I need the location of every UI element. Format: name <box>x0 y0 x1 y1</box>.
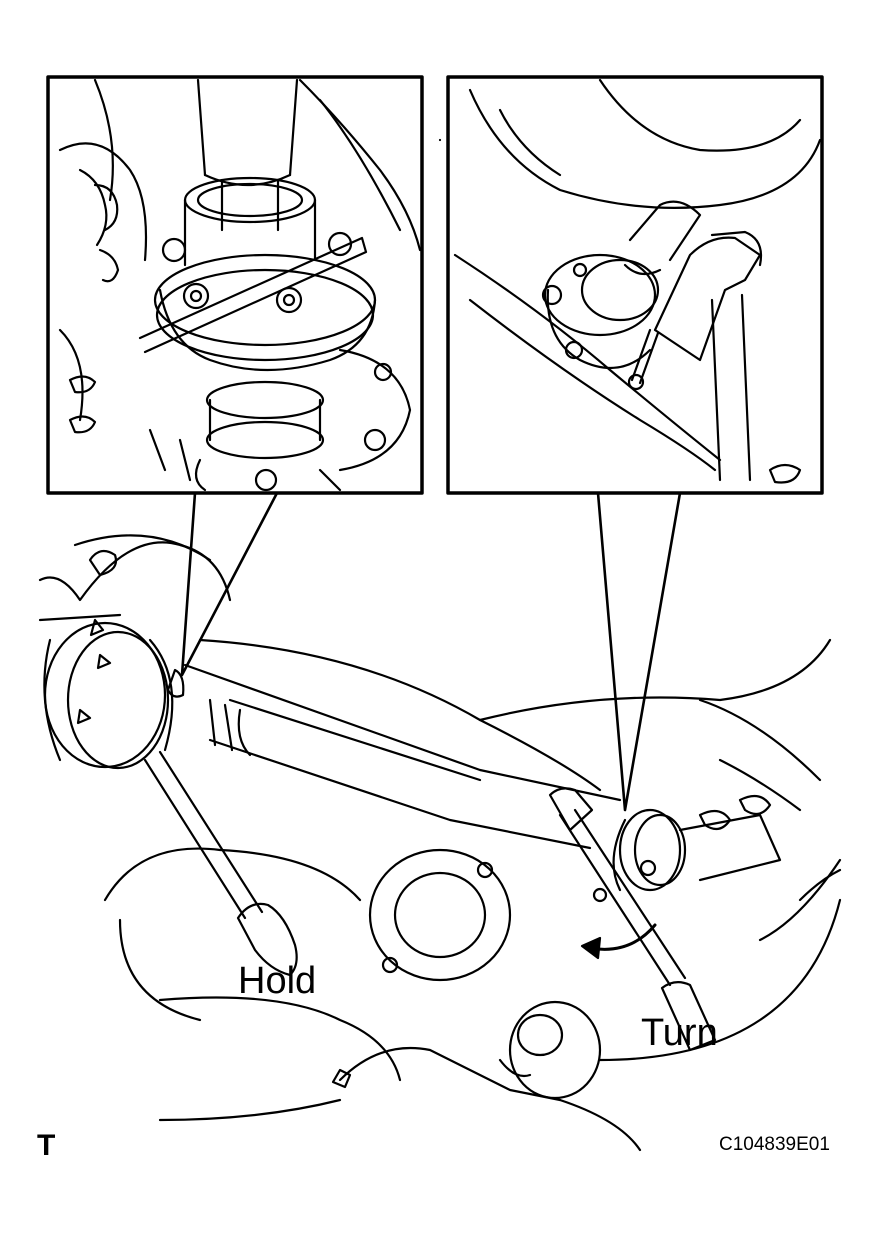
mount-ring <box>368 848 512 982</box>
hold-screwdriver <box>143 750 264 920</box>
callout-left <box>180 491 279 677</box>
hex-wrench <box>630 328 660 385</box>
wrench-handle <box>653 236 762 362</box>
propeller-shaft <box>183 663 622 850</box>
main-assembly-view <box>38 534 842 1152</box>
holding-bar <box>138 236 368 354</box>
detail-inset-left <box>46 75 424 495</box>
label-corner-mark: T <box>37 1129 56 1162</box>
inset-frame-right <box>446 75 824 495</box>
callout-right <box>596 491 682 812</box>
shaft <box>196 78 299 177</box>
turn-wrench <box>548 787 594 832</box>
rear-coupling <box>618 808 682 892</box>
label-figure-ref: C104839E01 <box>719 1134 830 1155</box>
inset-frame-left <box>46 75 424 495</box>
lower-bushing <box>508 1000 602 1100</box>
detail-inset-right <box>446 75 824 495</box>
label-hold: Hold <box>238 960 317 1002</box>
label-turn: Turn <box>641 1012 718 1054</box>
coupling-flange <box>543 253 657 337</box>
callout-pointers <box>180 491 682 812</box>
